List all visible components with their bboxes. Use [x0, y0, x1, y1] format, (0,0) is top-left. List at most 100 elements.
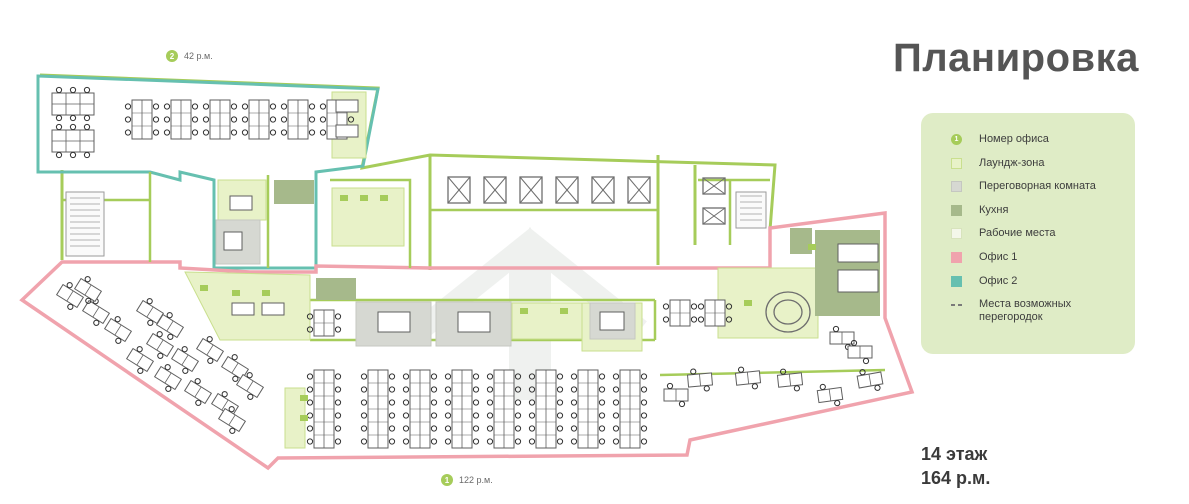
desk-pair — [663, 382, 689, 408]
legend-office-number: 1 Номер офиса — [951, 133, 1135, 157]
table — [335, 99, 359, 113]
desk-column — [241, 99, 277, 140]
elevator-shaft — [702, 177, 726, 195]
legend-label: Места возможных перегородок — [979, 298, 1072, 324]
legend-label: Офис 2 — [979, 274, 1018, 287]
table — [335, 124, 359, 138]
office-number-icon: 1 — [951, 134, 962, 145]
lounge-chair — [360, 195, 368, 201]
meeting-swatch-icon — [951, 181, 962, 193]
lounge-swatch-icon — [951, 157, 962, 169]
office-1-tag[interactable]: 1 122 р.м. — [441, 474, 493, 486]
desk-pair — [686, 368, 714, 392]
legend-meeting: Переговорная комната — [951, 180, 1135, 204]
lounge-chair — [380, 195, 388, 201]
desk-column — [360, 369, 396, 449]
stair-treads — [70, 195, 762, 247]
table — [377, 311, 411, 333]
dashed-line-icon — [951, 299, 962, 310]
desk-column — [280, 99, 316, 140]
desk-pair — [734, 366, 762, 390]
office-1-number: 1 — [441, 474, 453, 486]
office-1-seats: 122 р.м. — [459, 475, 493, 485]
office-2-swatch-icon — [951, 275, 962, 287]
desk-pair — [103, 316, 133, 344]
lounge-chair — [560, 308, 568, 314]
elevator-shaft — [591, 176, 615, 204]
legend-label: Лаундж-зона — [979, 156, 1045, 169]
furniture-accents — [200, 195, 816, 421]
desk-pair — [220, 354, 250, 382]
desk-pair — [155, 312, 185, 340]
legend-label: Номер офиса — [979, 133, 1049, 145]
legend-lounge: Лаундж-зона — [951, 157, 1135, 181]
desk-pair — [81, 298, 111, 326]
desk-column — [662, 299, 698, 327]
table — [837, 269, 879, 293]
office-2-seats: 42 р.м. — [184, 51, 213, 61]
desk-column — [612, 369, 648, 449]
desk-pair — [55, 282, 85, 310]
office-1-swatch-icon — [951, 251, 962, 263]
elevator-shaft — [627, 176, 651, 204]
desk-column — [486, 369, 522, 449]
elevator-shaft — [519, 176, 543, 204]
office-2-tag[interactable]: 2 42 р.м. — [166, 50, 213, 62]
table — [457, 311, 491, 333]
desk-pair — [217, 406, 247, 434]
lounge-chair — [300, 395, 308, 401]
desk-column — [306, 309, 342, 337]
desk-column — [697, 299, 733, 327]
table — [229, 195, 253, 211]
desk-pair — [145, 331, 175, 359]
lounge-chair — [340, 195, 348, 201]
desk-column — [306, 369, 342, 449]
legend-label: Офис 1 — [979, 250, 1018, 263]
floor-info: 14 этаж 164 р.м. — [921, 442, 990, 490]
floor-level: 14 этаж — [921, 444, 988, 464]
desk-pair — [856, 369, 884, 391]
office-1-boundary — [19, 211, 915, 471]
elevator-shaft — [483, 176, 507, 204]
floor-total-seats: 164 р.м. — [921, 468, 991, 488]
lounge-chair — [520, 308, 528, 314]
round-lounge — [765, 291, 811, 333]
desk-pair — [847, 339, 873, 365]
desk-column — [528, 369, 564, 449]
lounge-chair — [744, 300, 752, 306]
meeting-rooms — [215, 219, 636, 347]
desk-pair — [170, 346, 200, 374]
legend-workplaces: Рабочие места — [951, 227, 1135, 251]
desk-column — [163, 99, 199, 140]
desk-pair — [816, 383, 844, 407]
workplaces-swatch-icon — [951, 228, 962, 240]
table — [837, 243, 879, 263]
legend-office-2: Офис 2 — [951, 275, 1135, 299]
lounge-chair — [262, 290, 270, 296]
elevator-shaft — [555, 176, 579, 204]
kitchen-swatch-icon — [951, 204, 962, 216]
desk-block — [51, 123, 95, 159]
desk-column — [570, 369, 606, 449]
desk-pair — [235, 372, 265, 400]
table — [223, 231, 243, 251]
desk-clusters — [51, 86, 884, 449]
lounge-chair — [300, 415, 308, 421]
elevator-shaft — [702, 207, 726, 225]
legend-label: Переговорная комната — [979, 180, 1096, 193]
lounge-chair — [232, 290, 240, 296]
desk-pair — [776, 368, 804, 392]
desk-column — [402, 369, 438, 449]
lounge-chair — [200, 285, 208, 291]
elevator-shaft — [447, 176, 471, 204]
desk-pair — [829, 325, 855, 351]
legend-partitions: Места возможных перегородок — [951, 298, 1135, 330]
legend-label: Кухня — [979, 203, 1009, 216]
desk-column — [202, 99, 238, 140]
desk-column — [444, 369, 480, 449]
desk-column — [124, 99, 160, 140]
lounge-chair — [808, 244, 816, 250]
desk-pair — [153, 364, 183, 392]
table — [231, 302, 255, 316]
